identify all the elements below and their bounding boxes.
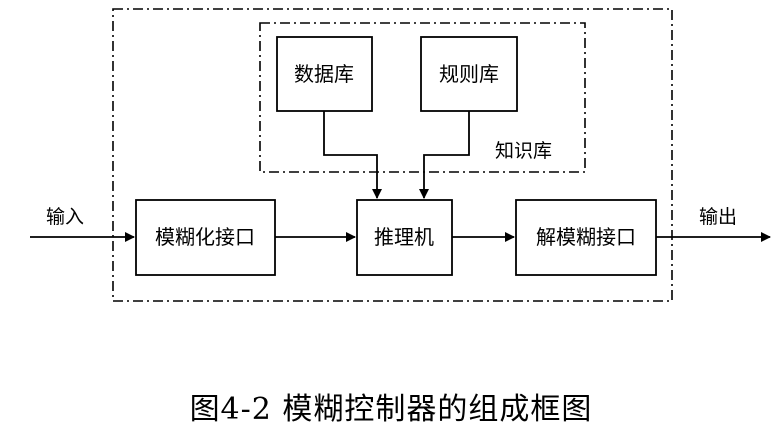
knowledge-base-label: 知识库 — [495, 140, 552, 162]
fuzzification-label: 模糊化接口 — [155, 225, 255, 249]
input-label: 输入 — [46, 206, 84, 228]
database-label: 数据库 — [294, 62, 354, 86]
controller-boundary — [112, 8, 673, 302]
inference-engine-label: 推理机 — [374, 225, 434, 249]
database-to-inference-arrow — [323, 111, 382, 199]
rule-base-box — [420, 36, 518, 112]
defuzzification-label: 解模糊接口 — [536, 225, 636, 249]
rule-base-label: 规则库 — [439, 62, 499, 86]
fuzzification-box — [135, 199, 276, 276]
output-label: 输出 — [699, 206, 737, 228]
knowledge-base-boundary — [259, 22, 586, 173]
figure-caption: 图4-2 模糊控制器的组成框图 — [189, 392, 593, 427]
rule-base-to-inference-arrow — [419, 111, 470, 199]
